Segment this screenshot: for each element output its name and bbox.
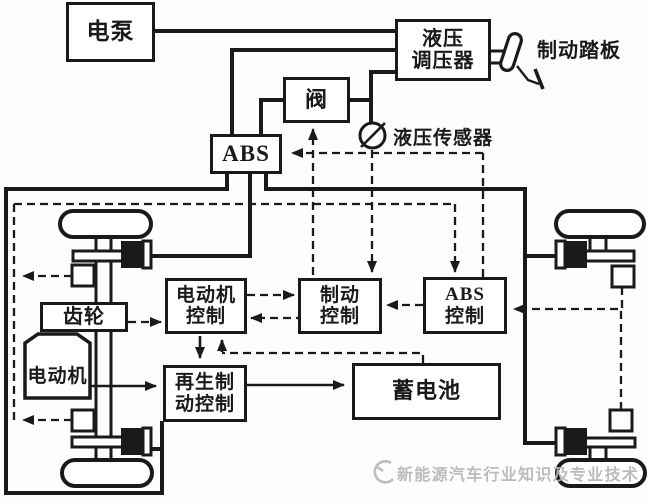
- signal-right-sensors: [514, 287, 624, 410]
- hub-bar: [70, 435, 130, 449]
- motor-control-label-line1: 电动机: [175, 284, 236, 306]
- box-abs-control: ABS 控制: [423, 277, 507, 334]
- box-battery: 蓄电池: [352, 363, 501, 420]
- brake-caliper-icon: [565, 428, 587, 455]
- box-gear: 齿轮: [40, 302, 128, 332]
- motor-label: 电动机: [27, 366, 88, 387]
- solid-arrows: [90, 336, 345, 391]
- hub-bar: [578, 436, 637, 449]
- tire-icon: [58, 209, 153, 239]
- abs-unit-label: ABS: [222, 141, 270, 167]
- rear-left-wheel: [60, 408, 154, 488]
- gear-label: 齿轮: [63, 305, 105, 328]
- front-left-wheel: [58, 209, 153, 288]
- motor-housing: [23, 332, 92, 400]
- wheel-speed-sensor-icon: [610, 264, 636, 289]
- box-motor-control: 电动机 控制: [165, 278, 247, 334]
- brake-control-label-line1: 制动: [319, 284, 360, 306]
- watermark-text: 新能源汽车行业知识及专业技术: [397, 467, 640, 484]
- box-regen-brake-control: 再生制 动控制: [163, 365, 247, 422]
- pipe-valve-to-abs: [259, 98, 283, 136]
- regen-control-label-line1: 再生制: [174, 372, 235, 394]
- dashed-signals: [12, 128, 624, 425]
- caliper-pad: [141, 426, 153, 457]
- pressure-sensor-icon: [358, 121, 387, 150]
- pipe-regulator-to-abs: [230, 48, 396, 136]
- box-brake-control: 制动 控制: [298, 278, 382, 334]
- regulator-label-line1: 液压: [422, 27, 464, 50]
- tire-icon: [60, 458, 154, 488]
- battery-label: 蓄电池: [391, 378, 461, 404]
- wheel-speed-sensor-icon: [70, 408, 96, 433]
- signal-absctl-to-absunit: [292, 153, 485, 277]
- box-valve: 阀: [283, 77, 350, 123]
- motor-control-label-line2: 控制: [185, 306, 226, 327]
- signal-battery-to-motorctl: [222, 351, 425, 363]
- tire-icon: [554, 209, 646, 239]
- abs-control-label-line2: 控制: [444, 305, 485, 327]
- wheel-speed-sensor-icon: [608, 408, 634, 433]
- drive-shaft: [94, 237, 113, 460]
- brake-control-label-line2: 控制: [319, 306, 360, 327]
- box-abs-unit: ABS: [210, 134, 282, 174]
- wheel-speed-sensor-icon: [70, 263, 96, 288]
- front-right-wheel: [554, 209, 646, 289]
- tire-icon: [555, 458, 647, 488]
- valve-label: 阀: [304, 86, 328, 112]
- pipe-valve-to-regulator: [349, 70, 396, 123]
- caliper-pad: [141, 239, 153, 270]
- brake-caliper-icon: [121, 241, 144, 268]
- axle-stubs: [94, 237, 113, 460]
- rear-right-wheel: [554, 408, 647, 488]
- electric-pump-label: 电泵: [86, 19, 135, 45]
- brake-caliper-icon: [565, 241, 587, 268]
- pipe-abs-to-rear-left-wheel: [4, 173, 229, 495]
- regulator-label-line2: 调压器: [411, 50, 475, 72]
- box-hydraulic-regulator: 液压 调压器: [395, 19, 491, 81]
- caliper-pad: [554, 426, 567, 457]
- brake-caliper-icon: [121, 428, 144, 455]
- abs-control-label-line1: ABS: [445, 284, 485, 306]
- caliper-pad: [554, 239, 567, 270]
- regen-control-label-line2: 动控制: [174, 393, 235, 415]
- brake-pedal-label: 制动踏板: [537, 40, 621, 62]
- pressure-sensor-label: 液压传感器: [393, 128, 494, 149]
- hub-bar: [71, 249, 130, 263]
- brake-pedal-icon: [499, 32, 545, 90]
- box-electric-pump: 电泵: [66, 2, 155, 62]
- pipe-abs-to-front-left-wheel: [151, 173, 252, 258]
- watermark-logo-icon: [373, 460, 394, 484]
